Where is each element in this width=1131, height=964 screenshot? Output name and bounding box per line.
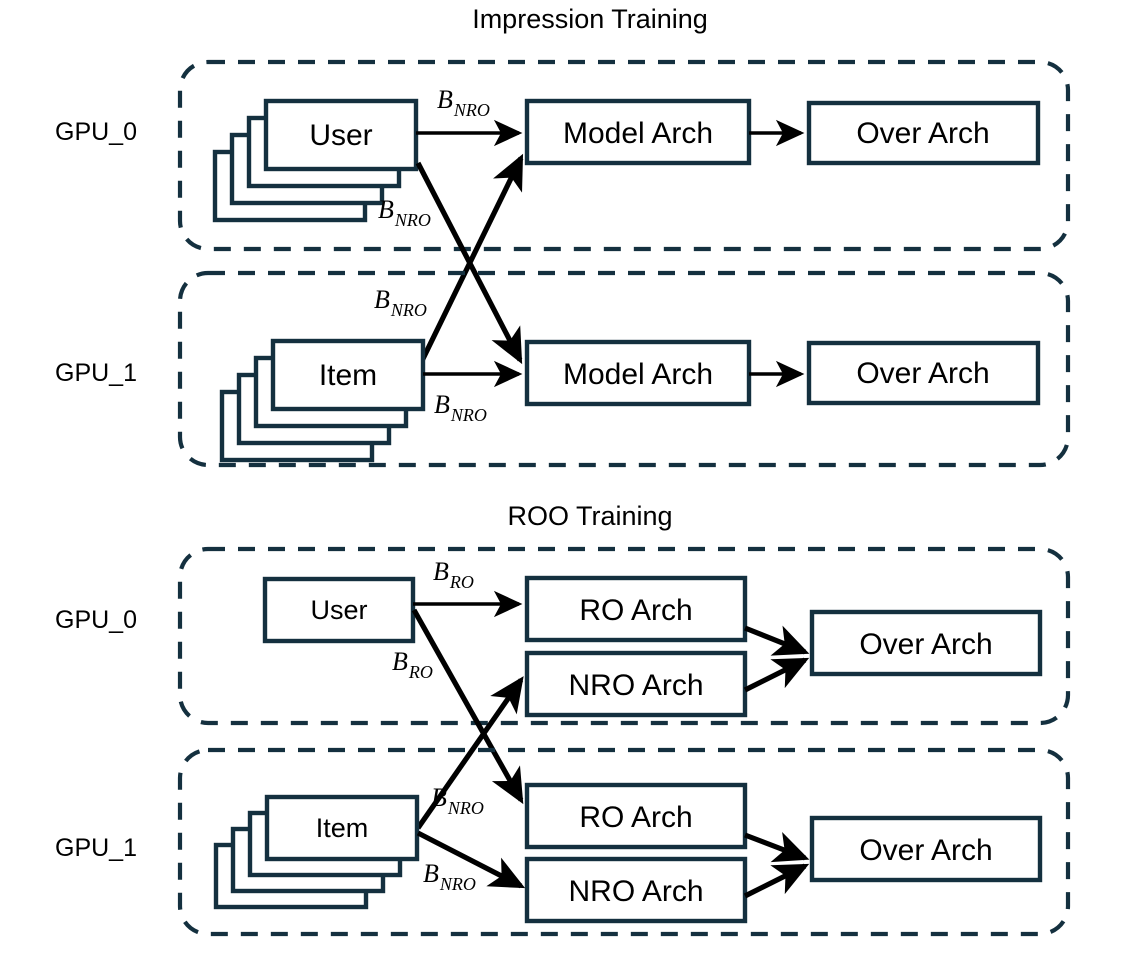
model-arch-node-gpu0-label: Model Arch [563, 117, 713, 150]
user-node-impression-label: User [309, 119, 372, 152]
edge-ro-arch-to-over-arch-gpu1 [744, 831, 810, 863]
item-node-impression-label: Item [319, 359, 377, 392]
model-arch-node-gpu1-label: Model Arch [563, 358, 713, 391]
item-node-impression[interactable] [270, 338, 426, 412]
over-arch-node-gpu1[interactable] [806, 340, 1041, 406]
item-node-roo[interactable] [264, 794, 420, 862]
edge-ro-arch-to-over-arch-gpu0 [744, 625, 810, 656]
edge-label-b-item-ro-gpu1: BNRO [431, 783, 484, 818]
gpu1-roo-label: GPU_1 [55, 834, 137, 862]
ro-arch-node-gpu0-label: RO Arch [579, 594, 692, 627]
edge-label-b-item-model-gpu1: BNRO [434, 390, 487, 425]
edge-nro-arch-to-over-arch-gpu0 [743, 657, 810, 693]
edge-label-b-user-model-gpu0: BNRO [437, 85, 490, 120]
gpu1-roo-container [177, 747, 1071, 937]
edge-user-gpu0-to-ro-arch-gpu1 [411, 608, 524, 805]
over-arch-node-roo-gpu1[interactable] [809, 815, 1043, 883]
edge-item-gpu1-to-model-arch-gpu0 [415, 153, 524, 371]
edge-item-to-nro-arch-gpu1 [416, 830, 526, 889]
user-node-roo[interactable] [262, 576, 416, 644]
nro-arch-node-gpu0-label: NRO Arch [568, 669, 703, 702]
over-arch-node-roo-gpu0[interactable] [809, 609, 1043, 677]
edge-item-gpu1-to-nro-arch-gpu0 [415, 676, 524, 830]
impression-training-title: Impression Training [472, 4, 708, 34]
item-node-roo-label: Item [316, 813, 369, 843]
over-arch-node-gpu0[interactable] [806, 100, 1041, 166]
ro-arch-node-gpu0[interactable] [524, 575, 748, 643]
edge-label-b-item-nro-gpu1: BNRO [423, 859, 476, 894]
edge-label-b-user-gpu0-cross: BNRO [378, 195, 431, 230]
gpu0-impression-container [177, 59, 1071, 252]
edge-label-b-user-cross-roo: BRO [392, 647, 433, 682]
gpu0-impression-label: GPU_0 [55, 118, 137, 146]
ro-arch-node-gpu1-label: RO Arch [579, 801, 692, 834]
user-node-roo-label: User [310, 595, 367, 625]
gpu0-roo-label: GPU_0 [55, 606, 137, 634]
edge-label-b-item-gpu1-cross: BNRO [374, 285, 427, 320]
nro-arch-node-gpu1-label: NRO Arch [568, 875, 703, 908]
edge-label-b-user-ro-gpu0: BRO [433, 557, 474, 592]
gpu1-impression-container [177, 270, 1071, 468]
nro-arch-node-gpu1[interactable] [524, 856, 748, 924]
edge-nro-arch-to-over-arch-gpu1 [743, 863, 810, 899]
gpu0-roo-container [177, 546, 1071, 726]
roo-training-title: ROO Training [507, 501, 672, 531]
over-arch-node-roo-gpu1-label: Over Arch [859, 834, 992, 867]
user-node-impression[interactable] [263, 98, 419, 172]
gpu1-impression-label: GPU_1 [55, 359, 137, 387]
over-arch-node-gpu0-label: Over Arch [856, 117, 989, 150]
over-arch-node-roo-gpu0-label: Over Arch [859, 628, 992, 661]
ro-arch-node-gpu1[interactable] [524, 782, 748, 850]
over-arch-node-gpu1-label: Over Arch [856, 357, 989, 390]
nro-arch-node-gpu0[interactable] [524, 650, 748, 718]
